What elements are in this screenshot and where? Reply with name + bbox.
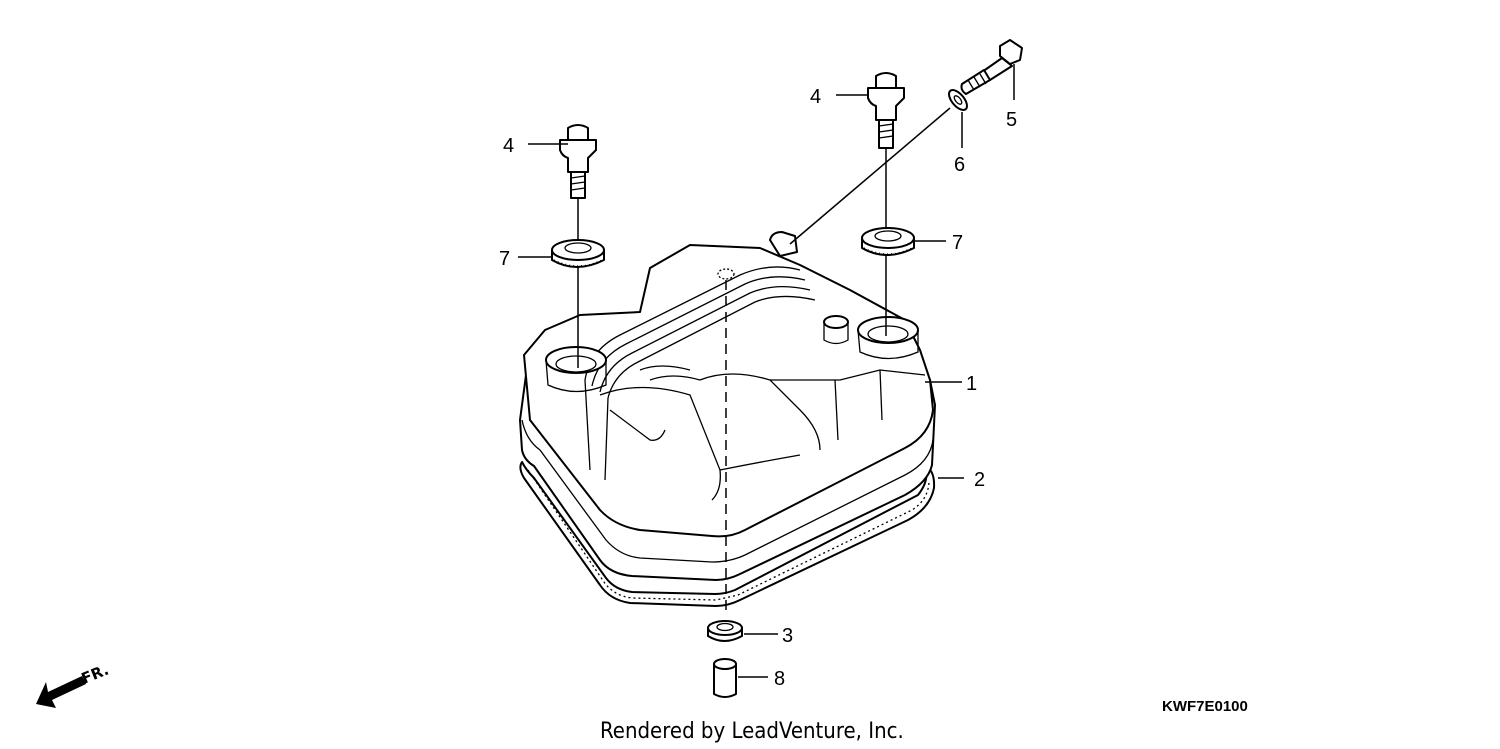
callout-5[interactable]: 5 [1006,109,1017,131]
dowel-seal[interactable] [707,620,743,642]
callout-3[interactable]: 3 [782,625,793,647]
cover-bolt-left[interactable] [559,124,597,199]
grommet-right[interactable] [861,227,915,256]
drawing-code: KWF7E0100 [1162,698,1248,715]
grommet-left[interactable] [551,239,605,268]
sealing-washer[interactable] [946,87,971,113]
dowel-pin[interactable] [713,658,737,698]
guide-line-washer [789,107,951,245]
cylinder-head-cover[interactable] [519,231,936,581]
front-direction-indicator: FR. [36,661,111,708]
cylinder-head-cover-gasket[interactable] [519,461,936,607]
cover-bolt-right[interactable] [867,72,905,149]
callout-6[interactable]: 6 [954,154,965,176]
callout-7-left[interactable]: 7 [499,248,510,270]
callout-8[interactable]: 8 [774,668,785,690]
callout-4-right[interactable]: 4 [810,86,821,108]
render-credit: Rendered by LeadVenture, Inc. [600,719,904,744]
callout-7-right[interactable]: 7 [952,232,963,254]
small-bolt[interactable] [960,39,1023,95]
callout-1[interactable]: 1 [966,373,977,395]
callout-2[interactable]: 2 [974,469,985,491]
front-arrow-icon [36,676,86,708]
front-label: FR. [79,661,112,688]
callout-4-left[interactable]: 4 [503,135,514,157]
